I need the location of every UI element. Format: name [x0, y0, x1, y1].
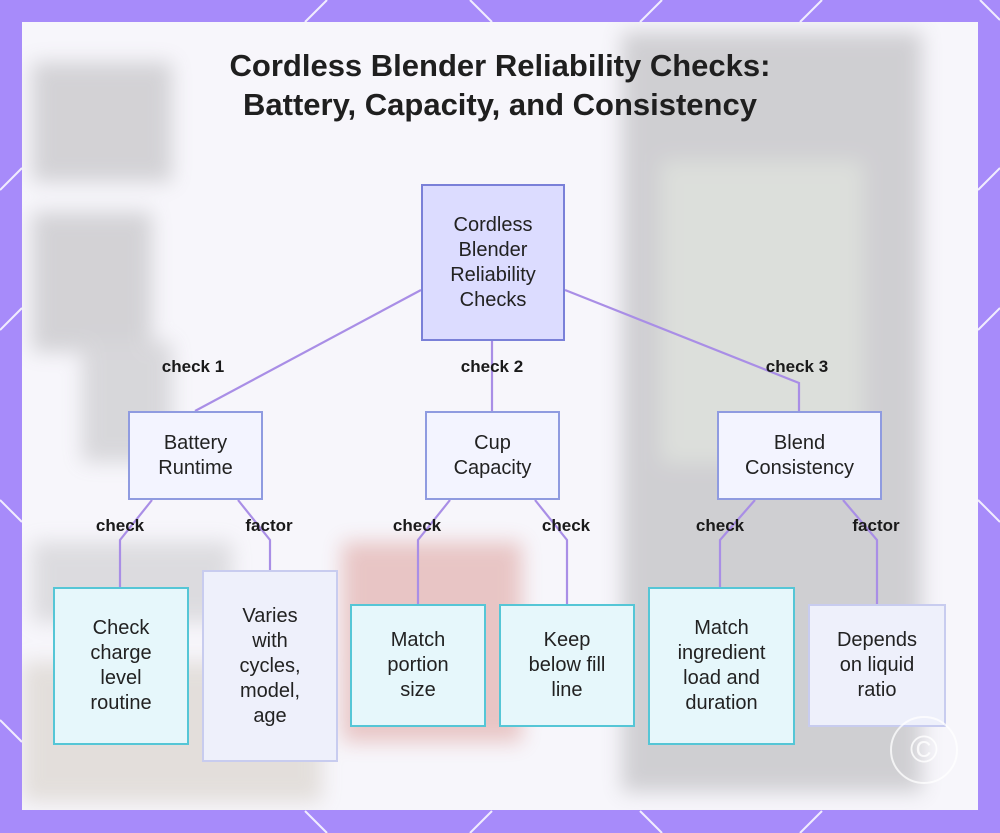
leaf-label: Match portion size — [387, 629, 449, 701]
node-battery-runtime: Battery Runtime — [128, 411, 263, 500]
node-label: Cup Capacity — [453, 431, 532, 479]
edge-blend-check — [718, 499, 756, 587]
leaf-factor-cycles: Varies with cycles, model, age — [202, 570, 338, 762]
edge-blend-factor — [842, 499, 879, 604]
leaf-label: Check charge level routine — [90, 617, 152, 714]
edge-label-battery-factor: factor — [245, 516, 293, 535]
leaf-label: Match ingredient load and duration — [677, 617, 766, 714]
edge-battery-factor — [237, 499, 272, 570]
title-line-2: Battery, Capacity, and Consistency — [243, 87, 757, 122]
edge-cup-check2 — [534, 499, 569, 604]
edge-label-cup-check-2: check — [541, 516, 591, 535]
leaf-factor-liquid-ratio: Depends on liquid ratio — [808, 604, 946, 727]
edge-label-check-1: check 1 — [161, 357, 225, 376]
leaf-check-portion-size: Match portion size — [350, 604, 486, 727]
leaf-label: Varies with cycles, model, age — [239, 604, 301, 727]
edge-label-blend-check: check — [695, 516, 745, 535]
node-label: Blend Consistency — [745, 431, 854, 479]
edge-cup-check1 — [416, 499, 451, 604]
edge-root-battery — [194, 289, 422, 412]
edge-label-blend-factor: factor — [852, 516, 900, 535]
edge-label-check-2: check 2 — [460, 357, 524, 376]
root-node: Cordless Blender Reliability Checks — [421, 184, 565, 341]
title-line-1: Cordless Blender Reliability Checks: — [229, 48, 771, 83]
edge-root-blend — [564, 288, 801, 411]
edge-battery-check — [118, 499, 153, 587]
leaf-label: Depends on liquid ratio — [836, 629, 918, 701]
diagram-title: Cordless Blender Reliability Checks: Bat… — [0, 46, 1000, 124]
node-blend-consistency: Blend Consistency — [717, 411, 882, 500]
node-label: Battery Runtime — [158, 431, 233, 479]
root-node-label: Cordless Blender Reliability Checks — [450, 213, 536, 311]
leaf-label: Keep below fill line — [528, 629, 606, 701]
leaf-check-fill-line: Keep below fill line — [499, 604, 635, 727]
edge-label-check-3: check 3 — [765, 357, 829, 376]
node-cup-capacity: Cup Capacity — [425, 411, 560, 500]
leaf-check-charge-level: Check charge level routine — [53, 587, 189, 745]
edge-label-battery-check: check — [95, 516, 145, 535]
edge-label-cup-check-1: check — [392, 516, 442, 535]
leaf-check-ingredient-load: Match ingredient load and duration — [648, 587, 795, 745]
copyright-icon: © — [890, 716, 958, 784]
